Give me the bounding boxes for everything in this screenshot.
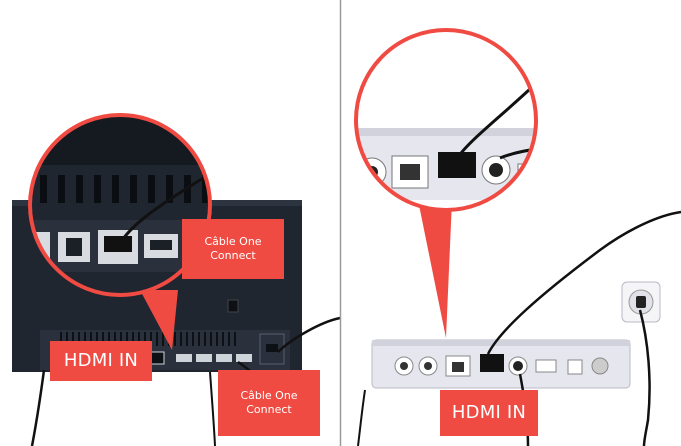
one-connect-cable-right <box>486 210 681 355</box>
one-connect-cable-left <box>277 316 341 353</box>
tv-port-row <box>149 351 252 365</box>
power-cable <box>638 309 651 446</box>
zoom-pointer-left <box>140 290 178 350</box>
power-socket-icon <box>621 281 661 323</box>
one-connect-box <box>371 339 631 389</box>
zoom-ring-left <box>28 113 212 297</box>
one-connect-cable-label-bottom: Câble One Connect <box>218 370 320 436</box>
zoom-pointer-right <box>418 200 452 338</box>
hdmi-in-label-right: HDMI IN <box>440 390 538 436</box>
cable-left-bottom <box>30 369 46 446</box>
one-connect-cable-label-top: Câble One Connect <box>182 219 284 279</box>
zoom-ring-right <box>354 28 538 212</box>
hdmi-in-label-left: HDMI IN <box>50 341 152 381</box>
zoom-circle-right <box>356 30 536 210</box>
